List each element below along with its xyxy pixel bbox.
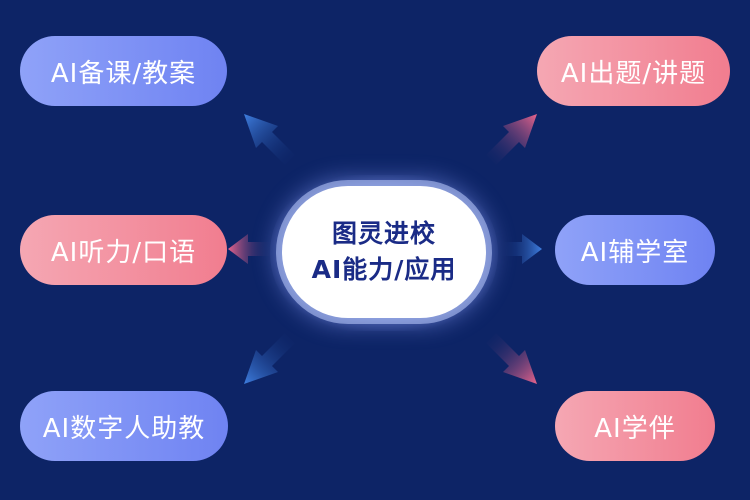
hub-subtitle: AI能力/应用 [311, 255, 457, 284]
arrow-to-bottom-left [244, 333, 295, 384]
hub-title: 图灵进校 [331, 219, 436, 248]
node-ai-tutoring-room: AI辅学室 [555, 215, 715, 285]
central-hub: 图灵进校 AI能力/应用 [282, 186, 486, 318]
node-ai-listening-speaking: AI听力/口语 [20, 215, 227, 285]
node-ai-study-buddy: AI学伴 [555, 391, 715, 461]
arrow-to-mid-right [500, 234, 542, 264]
node-ai-question-generation: AI出题/讲题 [537, 36, 730, 106]
arrow-to-bottom-right [486, 333, 537, 384]
arrow-to-top-right [486, 114, 537, 165]
arrow-to-top-left [244, 114, 295, 165]
node-ai-lesson-prep: AI备课/教案 [20, 36, 227, 106]
node-ai-digital-assistant: AI数字人助教 [20, 391, 228, 461]
arrow-to-mid-left [228, 234, 272, 264]
